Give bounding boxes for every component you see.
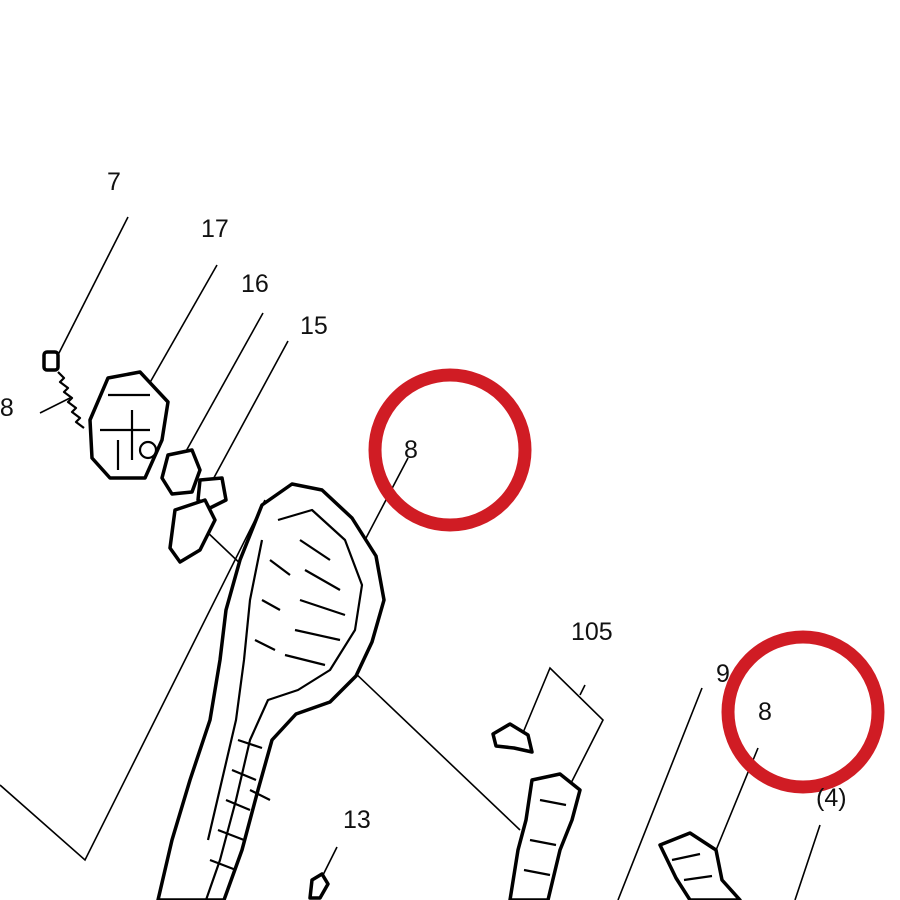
- part-8-cap-detail: [671, 852, 713, 882]
- leader-18: [39, 397, 71, 414]
- part-13-piece: [308, 872, 330, 900]
- callout-9: 9: [716, 660, 730, 688]
- callout-8-lower: 8: [758, 698, 772, 726]
- part-8-cap: [658, 831, 742, 900]
- leader-105: [519, 666, 604, 796]
- callout-16: 16: [241, 270, 269, 298]
- lever-part: [168, 498, 217, 564]
- leader-left-bracket: [0, 499, 266, 862]
- leader-lines: [0, 216, 821, 900]
- part-16-body: [160, 448, 202, 496]
- leader-9: [617, 687, 703, 900]
- switch-detail: [100, 393, 158, 470]
- highlight-circle-8-upper: [368, 368, 532, 532]
- switch-body: [88, 370, 170, 480]
- callout-7: 7: [107, 168, 121, 196]
- callout-4: (4): [816, 784, 847, 812]
- housing-grip-detail: [209, 738, 271, 872]
- callout-13: 13: [343, 806, 371, 834]
- callout-15: 15: [300, 312, 328, 340]
- callout-105: 105: [571, 618, 613, 646]
- housing-ribs: [254, 539, 346, 667]
- callout-8-upper: 8: [404, 436, 418, 464]
- screw-spring-part: [42, 350, 85, 429]
- leader-4: [794, 824, 821, 900]
- callout-17: 17: [201, 215, 229, 243]
- spring-coil: [57, 371, 85, 429]
- screw-head: [42, 350, 60, 372]
- highlight-circle-8-lower: [721, 630, 885, 794]
- part-105-bracket-detail: [523, 798, 567, 877]
- callout-18: 18: [0, 394, 14, 422]
- housing-inner: [204, 508, 364, 900]
- switch-block-part: [88, 370, 170, 480]
- housing-outline: [156, 482, 386, 900]
- leader-105-tick: [579, 684, 586, 696]
- leader-17: [139, 264, 218, 401]
- right-side-parts: [491, 722, 742, 900]
- small-parts-16-15: [160, 448, 228, 564]
- leader-15: [209, 340, 289, 486]
- leader-7: [57, 216, 129, 356]
- part-105-bracket: [508, 772, 582, 900]
- highlight-circles: [368, 368, 885, 794]
- part-105-clip: [491, 722, 534, 754]
- main-housing-part: [156, 482, 386, 900]
- leader-16: [179, 312, 264, 463]
